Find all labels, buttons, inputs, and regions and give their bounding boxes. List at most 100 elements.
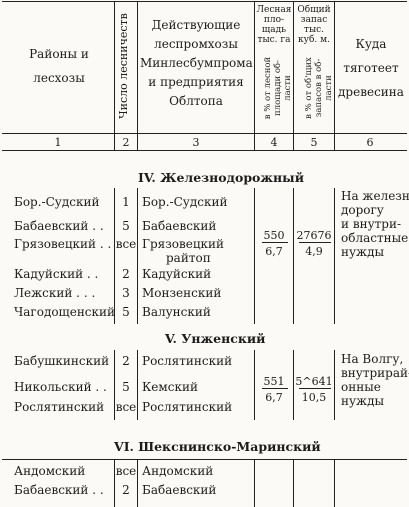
sec6-col-rule-1	[114, 459, 115, 507]
col-rule-1	[114, 1, 115, 150]
sec4-destination-4: областные	[341, 231, 409, 245]
sec4-district-2: Бабаевский . .	[14, 219, 104, 233]
sec4-area-fraction-bar	[262, 242, 288, 243]
sec5-area-percent: 6,7	[265, 391, 283, 404]
header-col4-top-4: тыс. га	[257, 35, 291, 45]
sec4-stock-percent: 4,9	[305, 245, 323, 258]
colnum-2: 2	[122, 136, 130, 149]
sec4-district-4: Кадуйский . .	[14, 267, 99, 281]
sec5-col-rule-5	[334, 350, 335, 420]
sec5-district-2: Никольский . .	[14, 380, 107, 394]
sec4-count-3: все	[115, 237, 137, 251]
sec5-area-fraction-bar	[262, 388, 288, 389]
section-title-v: V. Унженский	[165, 331, 266, 346]
sec4-enterprise-2: Бабаевский	[142, 219, 217, 233]
sec4-area-value: 550	[263, 229, 285, 242]
sec5-destination-2: внутрирай-	[341, 366, 409, 380]
header-col6-line1: Куда	[355, 37, 387, 51]
sec6-col-rule-3	[254, 459, 255, 507]
sec4-destination-2: дорогу	[341, 203, 384, 217]
sec4-destination-1: На железную	[341, 189, 409, 203]
sec5-col-rule-4	[293, 350, 294, 420]
sec5-district-3: Рослятинский	[14, 400, 105, 414]
header-col1-line2: лесхозы	[33, 71, 85, 85]
sec4-district-1: Бор.-Судский	[14, 195, 100, 209]
sec4-stock-fraction-bar	[299, 242, 331, 243]
sec4-col-rule-2	[137, 188, 138, 324]
header-col4-top-3: щадь	[261, 25, 287, 35]
sec6-district-2: Бабаевский . .	[14, 483, 104, 497]
sec4-count-6: 5	[122, 305, 130, 319]
section-vi-rule	[2, 459, 407, 460]
header-col5-top-2: запас	[300, 15, 328, 25]
col-rule-3	[254, 1, 255, 150]
sec4-count-4: 2	[122, 267, 130, 281]
sec4-destination-3: и внутри-	[341, 217, 401, 231]
sec4-enterprise-3a: Грязовецкий	[142, 237, 225, 251]
header-bottom-rule	[2, 133, 407, 134]
sec4-area-percent: 6,7	[265, 245, 283, 258]
sec4-col-rule-1	[114, 188, 115, 324]
sec4-enterprise-1: Бор.-Судский	[142, 195, 228, 209]
colnum-3: 3	[192, 136, 200, 149]
header-col5-vertical-3: ласти	[324, 75, 334, 101]
header-col5-top-3: тыс.	[303, 25, 325, 35]
header-col4-top-2: пло-	[263, 15, 285, 25]
sec5-enterprise-1: Рослятинский	[142, 354, 233, 368]
sec4-district-3: Грязовецкий . .	[14, 237, 112, 251]
header-col4-top-1: Лесная	[256, 5, 292, 15]
sec4-enterprise-5: Монзенский	[142, 286, 222, 300]
sec6-count-1: все	[115, 464, 137, 478]
sec5-district-1: Бабушкинский	[14, 354, 110, 368]
colnum-5: 5	[310, 136, 318, 149]
sec4-enterprise-3b: райтоп	[166, 251, 211, 265]
sec4-col-rule-3	[254, 188, 255, 324]
sec5-enterprise-3: Рослятинский	[142, 400, 233, 414]
colnum-6: 6	[366, 136, 374, 149]
sec6-enterprise-1: Андомский	[142, 464, 214, 478]
sec5-count-2: 5	[122, 380, 130, 394]
header-col5-top-4: куб. м.	[298, 35, 330, 45]
header-col3-line1: Действующие	[151, 18, 241, 32]
sec4-enterprise-4: Кадуйский	[142, 267, 212, 281]
sec5-count-3: все	[115, 400, 137, 414]
header-col3-line5: Облтопа	[169, 94, 223, 108]
col-rule-2	[137, 1, 138, 150]
sec6-col-rule-5	[334, 459, 335, 507]
header-col6-line3: древесина	[338, 85, 404, 99]
sec6-count-2: 2	[122, 483, 130, 497]
header-col3-line3: Минлесбумпрома	[140, 56, 253, 70]
sec5-destination-4: нужды	[341, 394, 385, 408]
sec5-destination-3: онные	[341, 380, 381, 394]
col-rule-4	[293, 1, 294, 150]
sec6-district-1: Андомский	[14, 464, 86, 478]
sec4-destination-5: нужды	[341, 245, 385, 259]
sec6-col-rule-2	[137, 459, 138, 507]
header-col2-vertical: Число лесничеств	[117, 13, 130, 119]
header-col4-vertical-3: ласти	[283, 75, 293, 101]
sec4-col-rule-4	[293, 188, 294, 324]
header-col3-line4: и предприятия	[148, 75, 244, 89]
colnum-1: 1	[54, 136, 62, 149]
section-title-vi: VI. Шекснинско-Маринский	[114, 439, 321, 454]
sec5-col-rule-2	[137, 350, 138, 420]
sec4-stock-value: 27676	[296, 229, 332, 242]
colnum-4: 4	[270, 136, 278, 149]
sec4-count-5: 3	[122, 286, 130, 300]
sec5-col-rule-1	[114, 350, 115, 420]
sec4-col-rule-5	[334, 188, 335, 324]
sec4-district-6: Чагодощенский	[14, 305, 116, 319]
sec5-area-value: 551	[263, 375, 285, 388]
sec5-count-1: 2	[122, 354, 130, 368]
sec6-enterprise-2: Бабаевский	[142, 483, 217, 497]
sec5-enterprise-2: Кемский	[142, 380, 198, 394]
sec4-district-5: Лежский . . .	[14, 286, 96, 300]
header-col6-line2: тяготеет	[343, 61, 399, 75]
header-col5-top-1: Общий	[297, 5, 331, 15]
section-title-iv: IV. Железнодорожный	[138, 170, 304, 185]
header-col3-line2: леспромхозы	[154, 37, 238, 51]
sec5-destination-1: На Волгу,	[341, 352, 404, 366]
header-col1-line1: Районы и	[29, 47, 89, 61]
sec4-count-1: 1	[122, 195, 130, 209]
sec5-stock-value: 5^641	[295, 375, 333, 388]
